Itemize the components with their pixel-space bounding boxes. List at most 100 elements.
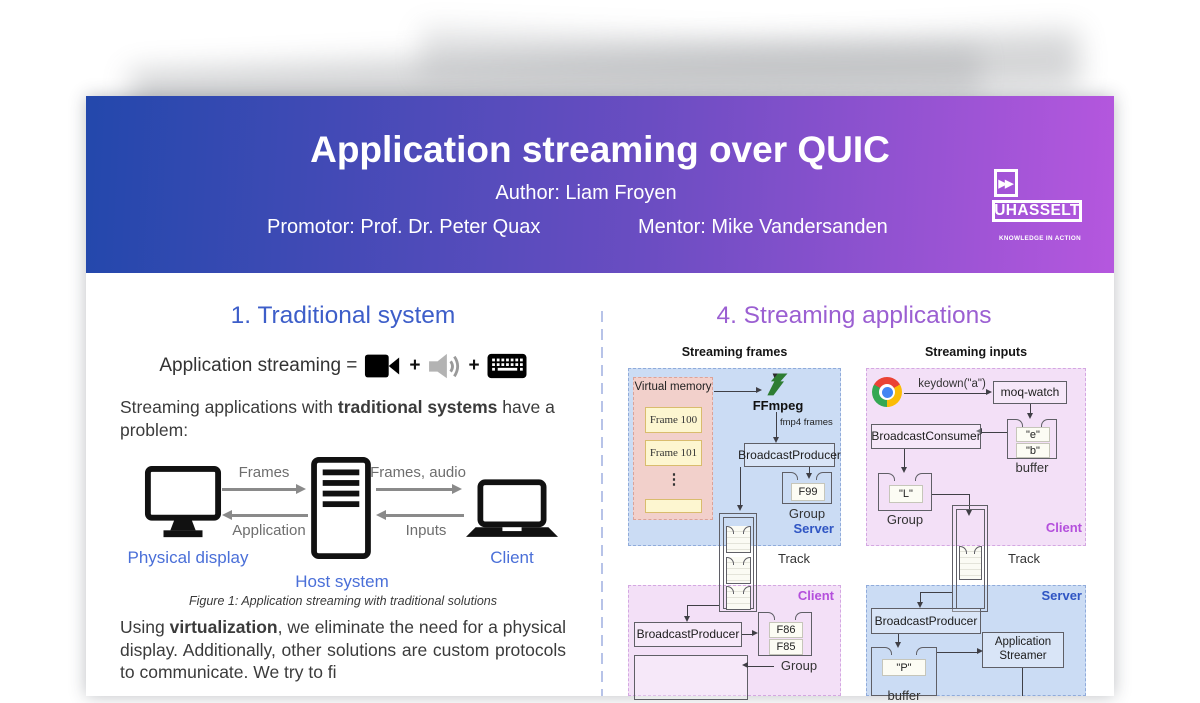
connector-line <box>932 494 970 496</box>
client-group-bracket: "L" <box>877 473 933 511</box>
arrow-label-frames: Frames <box>238 464 290 481</box>
client-buffer-bracket: "e" "b" <box>1006 419 1058 459</box>
arrow-label-application: Application <box>232 522 306 539</box>
keydown-label: keydown("a") <box>918 378 986 390</box>
connector-line <box>714 391 758 393</box>
arrow-down-icon <box>1027 413 1033 419</box>
track-label: Track <box>777 551 811 566</box>
fmp4-frames-label: fmp4 frames <box>780 417 833 428</box>
arrow-right-icon <box>986 389 992 395</box>
inputs-track <box>952 505 988 612</box>
value-p-box: "P" <box>882 659 926 676</box>
connector-line <box>920 592 922 604</box>
f99-box: F99 <box>791 483 825 501</box>
plus-sign: + <box>409 355 421 376</box>
plus-sign: + <box>468 355 480 376</box>
server-zone-label: Server <box>793 521 834 536</box>
value-e-box: "e" <box>1016 427 1050 442</box>
broadcast-producer-box: BroadcastProducer <box>738 443 841 467</box>
intro-post: have a problem: <box>120 397 555 440</box>
connector-line <box>776 412 778 438</box>
figure1-diagram: Frames Application Frames, audio Inputs … <box>120 454 566 592</box>
arrow-right-icon <box>452 484 462 494</box>
chrome-icon <box>872 377 902 407</box>
arrow-label-frames-audio: Frames, audio <box>370 464 466 481</box>
broadcast-consumer-box: BroadcastConsumer <box>871 424 981 449</box>
formula-row: Application streaming = + + <box>120 344 566 388</box>
connector-line <box>687 605 719 607</box>
moq-watch-box: moq-watch <box>993 381 1067 404</box>
track-segment <box>725 586 752 610</box>
virtual-memory-label: Virtual memory <box>634 381 712 393</box>
uhasselt-fastforward-icon: ▶▶ <box>994 169 1018 197</box>
arrow-right-icon <box>296 484 306 494</box>
arrow-left-icon <box>742 662 748 668</box>
section-heading-traditional: 1. Traditional system <box>230 302 456 329</box>
value-b-box: "b" <box>1016 443 1050 458</box>
group-label: Group <box>788 506 826 521</box>
arrow-down-icon <box>895 642 901 648</box>
empty-frame-box <box>645 499 702 513</box>
promotor-line: Promotor: Prof. Dr. Peter Quax <box>267 216 541 238</box>
monitor-icon <box>144 464 222 549</box>
poster-page: Application streaming over QUIC Author: … <box>86 96 1114 703</box>
label-client: Client <box>490 548 534 567</box>
arrow-left-icon <box>222 510 232 520</box>
frame-101-box: Frame 101 <box>645 440 702 466</box>
mentor-line: Mentor: Mike Vandersanden <box>638 216 888 238</box>
virtual-memory-box: Virtual memory Frame 100 Frame 101 ⋮ <box>633 377 713 520</box>
arrow-right-icon <box>752 630 758 636</box>
client-zone-label: Client <box>797 588 834 603</box>
track-segment <box>958 546 983 580</box>
f85-box: F85 <box>769 639 803 655</box>
arrow-down-icon <box>737 505 743 511</box>
connector-line <box>222 488 298 491</box>
ellipsis-icon: ⋮ <box>666 471 682 488</box>
arrow-down-icon <box>806 473 812 479</box>
connector-line <box>898 634 900 644</box>
column-divider <box>601 311 603 696</box>
frame-100-box: Frame 100 <box>645 407 702 433</box>
server-broadcast-producer-box: BroadcastProducer <box>871 608 981 634</box>
client-buffer-box <box>634 655 748 700</box>
group-label: Group <box>886 512 924 527</box>
connector-line <box>740 467 742 507</box>
label-physical-display: Physical display <box>127 548 249 567</box>
arrow-down-icon <box>917 602 923 608</box>
arrow-label-inputs: Inputs <box>405 522 447 539</box>
author-line: Author: Liam Froyen <box>495 182 677 204</box>
f86-box: F86 <box>769 622 803 638</box>
application-streamer-box: Application Streamer <box>982 632 1064 668</box>
uhasselt-tagline: KNOWLEDGE IN ACTION <box>999 235 1081 242</box>
arrow-down-icon <box>901 467 907 473</box>
track-segment <box>725 557 752 584</box>
buffer-label: buffer <box>1015 460 1049 475</box>
connector-line <box>386 514 464 517</box>
arrow-down-icon <box>773 437 779 443</box>
value-l-box: "L" <box>889 485 923 503</box>
client-broadcast-producer-box: BroadcastProducer <box>634 622 742 647</box>
client-group-bracket: F86 F85 <box>757 612 813 656</box>
connector-line <box>1022 668 1024 696</box>
connector-line <box>1030 404 1032 415</box>
arrow-right-icon <box>756 387 762 393</box>
connector-line <box>904 449 906 469</box>
virtualization-paragraph: Using virtualization, we eliminate the n… <box>120 616 566 684</box>
chrome-ring <box>879 384 895 400</box>
connector-line <box>904 393 988 395</box>
server-group-bracket: F99 <box>781 472 833 504</box>
connector-line <box>742 634 754 636</box>
intro-pre: Streaming applications with <box>120 397 338 417</box>
connector-line <box>232 514 308 517</box>
video-camera-icon <box>364 352 402 380</box>
inputs-panel-title: Streaming inputs <box>924 345 1028 359</box>
frames-panel-title: Streaming frames <box>681 345 788 359</box>
track-segment <box>725 526 752 553</box>
ffmpeg-label: FFmpeg <box>752 398 804 413</box>
para-pre: Using <box>120 617 170 637</box>
connector-line <box>376 488 454 491</box>
laptop-icon <box>466 478 558 547</box>
connector-line <box>809 467 811 475</box>
connector-line <box>920 592 952 594</box>
arrow-down-icon <box>684 616 690 622</box>
